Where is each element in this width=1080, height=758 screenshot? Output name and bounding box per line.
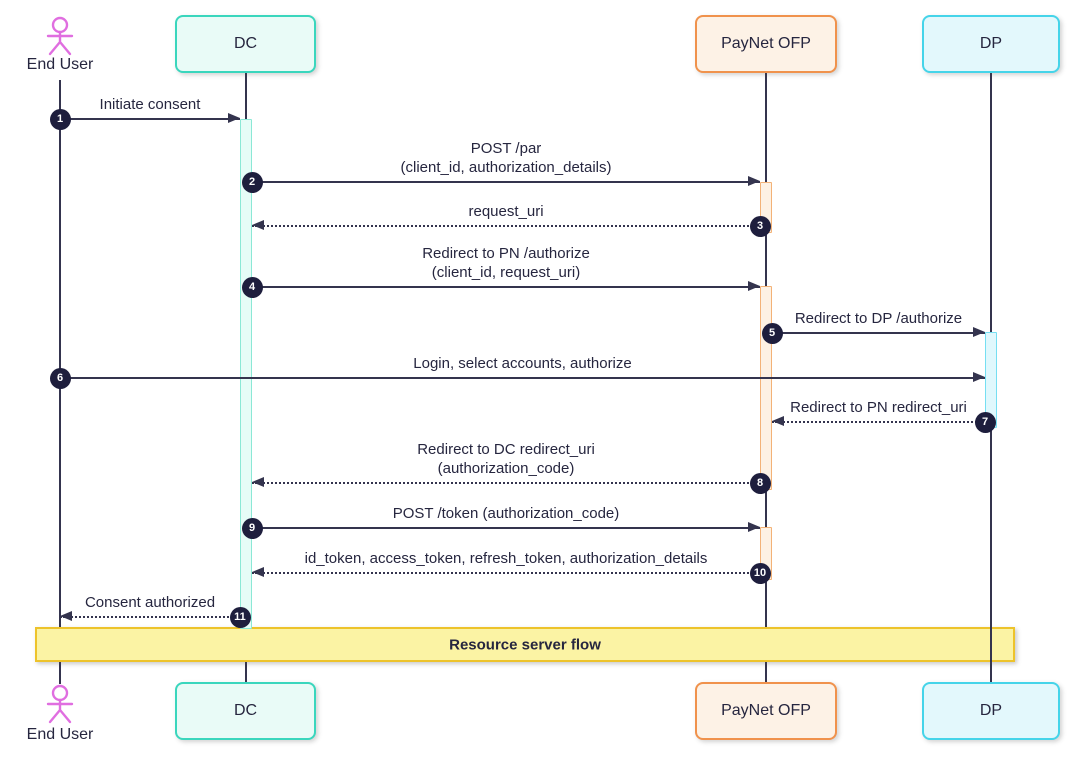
arrowhead-8-icon — [252, 477, 264, 487]
message-label-7: Redirect to PN redirect_uri — [790, 399, 967, 416]
arrowhead-1-icon — [228, 113, 240, 123]
message-line-4 — [252, 286, 760, 288]
actor-box-dc-top: DC — [175, 15, 316, 73]
message-number-badge-3: 3 — [749, 215, 771, 237]
message-line-8 — [252, 482, 760, 484]
message-label-11: Consent authorized — [84, 594, 216, 611]
arrowhead-9-icon — [748, 522, 760, 532]
actor-box-dc-bottom: DC — [175, 682, 316, 740]
arrowhead-3-icon — [252, 220, 264, 230]
arrowhead-11-icon — [60, 611, 72, 621]
message-line-2 — [252, 181, 760, 183]
person-icon-top — [40, 16, 80, 56]
actor-box-ofp-top: PayNet OFP — [695, 15, 837, 73]
actor-box-dp-bottom: DP — [922, 682, 1060, 740]
message-line-10 — [252, 572, 760, 574]
message-number-badge-6: 6 — [49, 367, 71, 389]
arrowhead-2-icon — [748, 176, 760, 186]
message-label-4: Redirect to PN /authorize (client_id, re… — [422, 245, 590, 281]
resource-server-band — [35, 627, 1015, 662]
arrowhead-10-icon — [252, 567, 264, 577]
message-line-6 — [60, 377, 985, 379]
message-number-badge-4: 4 — [241, 276, 263, 298]
message-line-11 — [60, 616, 240, 618]
message-number-badge-9: 9 — [241, 517, 263, 539]
arrowhead-5-icon — [973, 327, 985, 337]
activation-ofp-2 — [760, 286, 772, 490]
message-label-9: POST /token (authorization_code) — [392, 505, 620, 522]
lifeline-dp-band-segment — [990, 627, 992, 662]
message-label-1: Initiate consent — [99, 96, 201, 113]
message-number-badge-7: 7 — [974, 411, 996, 433]
resource-server-band-label: Resource server flow — [449, 636, 601, 653]
message-label-10: id_token, access_token, refresh_token, a… — [304, 550, 708, 567]
message-line-7 — [772, 421, 985, 423]
message-number-badge-8: 8 — [749, 472, 771, 494]
activation-dc-0 — [240, 119, 252, 629]
arrowhead-7-icon — [772, 416, 784, 426]
message-line-3 — [252, 225, 760, 227]
actor-label-user-top: End User — [26, 56, 94, 73]
person-icon-bottom — [40, 684, 80, 724]
message-number-badge-5: 5 — [761, 322, 783, 344]
message-line-5 — [772, 332, 985, 334]
message-label-2: POST /par (client_id, authorization_deta… — [400, 140, 612, 176]
message-line-1 — [60, 118, 240, 120]
message-label-3: request_uri — [468, 203, 544, 220]
message-number-badge-2: 2 — [241, 171, 263, 193]
message-number-badge-10: 10 — [749, 562, 771, 584]
message-label-6: Login, select accounts, authorize — [413, 355, 632, 372]
message-label-5: Redirect to DP /authorize — [794, 310, 963, 327]
arrowhead-6-icon — [973, 372, 985, 382]
actor-box-ofp-bottom: PayNet OFP — [695, 682, 837, 740]
message-line-9 — [252, 527, 760, 529]
actor-box-dp-top: DP — [922, 15, 1060, 73]
message-number-badge-1: 1 — [49, 108, 71, 130]
actor-label-user-bottom: End User — [26, 726, 94, 743]
message-number-badge-11: 11 — [229, 606, 251, 628]
message-label-8: Redirect to DC redirect_uri (authorizati… — [417, 441, 595, 477]
arrowhead-4-icon — [748, 281, 760, 291]
